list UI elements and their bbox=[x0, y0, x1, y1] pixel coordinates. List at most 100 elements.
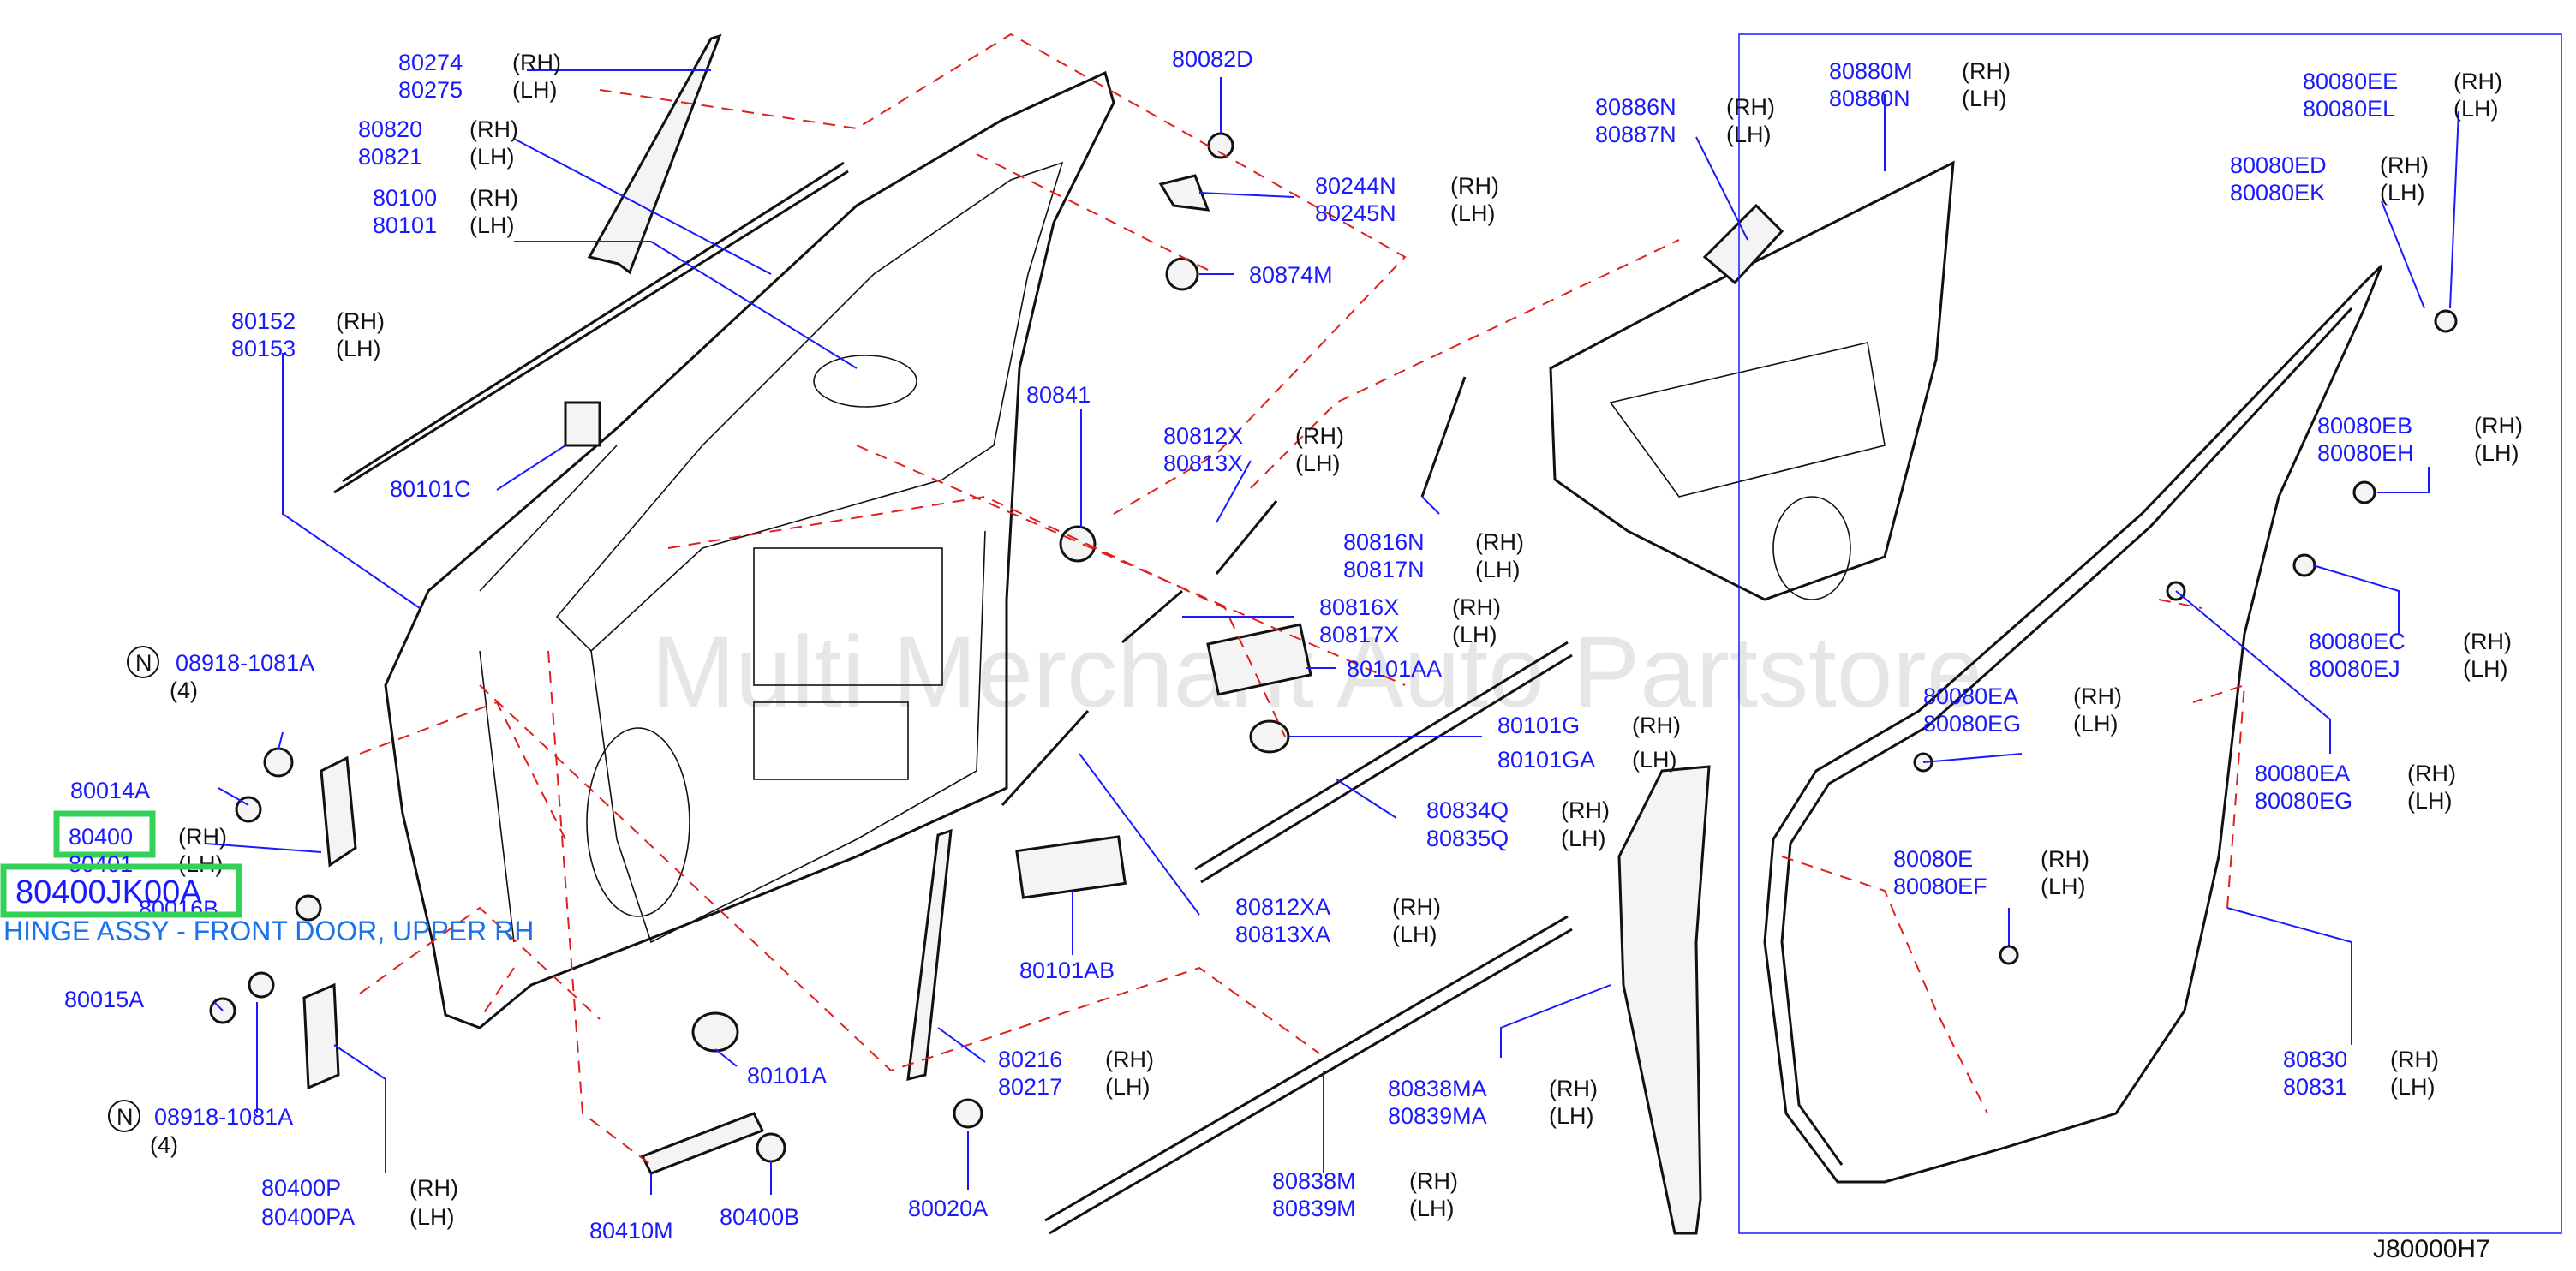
callout-c23-top-side: (RH) bbox=[1409, 1168, 1458, 1194]
callout-c38-top[interactable]: 80015A bbox=[64, 987, 144, 1012]
callout-c12-bottom[interactable]: 80817X bbox=[1319, 622, 1399, 647]
hinge-80400-box bbox=[53, 810, 156, 858]
highlight-part-number[interactable]: 80400JK00A bbox=[15, 874, 202, 910]
callout-c29-top[interactable]: 80080EB bbox=[2317, 413, 2412, 439]
callout-c16-bottom-side: (LH) bbox=[1392, 922, 1437, 947]
part-illustrations bbox=[209, 33, 2562, 1235]
callout-c3-top-side: (RH) bbox=[469, 185, 518, 211]
leader-lines bbox=[205, 69, 2459, 1195]
callout-c25-top[interactable]: 80886N bbox=[1595, 94, 1676, 120]
callout-c39-top-side: (RH) bbox=[409, 1175, 458, 1201]
callout-c18-bottom-side: (LH) bbox=[1105, 1074, 1151, 1100]
callout-c14-top-side: (RH) bbox=[1632, 713, 1681, 738]
nut-n1-part-number[interactable]: 08918-1081A bbox=[176, 650, 314, 676]
callout-c20-top[interactable]: 80020A bbox=[908, 1196, 988, 1221]
callout-c39-bottom[interactable]: 80400PA bbox=[261, 1204, 355, 1230]
callout-c7-top-side: (RH) bbox=[1450, 173, 1499, 199]
callout-c30-bottom[interactable]: 80080EJ bbox=[2309, 656, 2400, 682]
callout-c4-bottom-side: (LH) bbox=[336, 336, 381, 361]
callout-c14-bottom[interactable]: 80101GA bbox=[1497, 747, 1595, 773]
callout-c31-bottom[interactable]: 80080EG bbox=[2255, 788, 2352, 814]
callout-c2-top[interactable]: 80820 bbox=[358, 116, 422, 142]
clip-82d-part bbox=[1207, 132, 1234, 159]
sash-trim-part bbox=[587, 33, 722, 275]
callout-c11-top[interactable]: 80816N bbox=[1343, 529, 1425, 555]
callout-c31-top[interactable]: 80080EA bbox=[2255, 761, 2350, 786]
callout-c5-top[interactable]: 80101C bbox=[390, 476, 471, 502]
callout-c35-top[interactable]: 80014A bbox=[70, 778, 150, 803]
callout-c1-bottom[interactable]: 80275 bbox=[398, 77, 463, 103]
callout-c34-bottom[interactable]: 80831 bbox=[2283, 1074, 2347, 1100]
callout-c10-bottom[interactable]: 80813X bbox=[1163, 451, 1243, 476]
callout-c32-bottom[interactable]: 80080EG bbox=[1923, 711, 2021, 737]
callout-c34-top[interactable]: 80830 bbox=[2283, 1047, 2347, 1072]
weatherstrip-boundary bbox=[1738, 33, 2562, 1234]
callout-c30-top[interactable]: 80080EC bbox=[2309, 629, 2406, 654]
callout-c36-top[interactable]: 80400 bbox=[69, 824, 133, 850]
callout-c11-bottom[interactable]: 80817N bbox=[1343, 557, 1425, 582]
callout-c7-bottom[interactable]: 80245N bbox=[1315, 200, 1396, 226]
nut-n2-badge-circle bbox=[108, 1100, 140, 1132]
callout-c28-bottom[interactable]: 80080EK bbox=[2230, 180, 2325, 206]
nut-n1-badge: N bbox=[135, 650, 152, 676]
callout-c18-bottom[interactable]: 80217 bbox=[998, 1074, 1062, 1100]
callout-c16-bottom[interactable]: 80813XA bbox=[1235, 922, 1330, 947]
pad-101aa-part bbox=[1206, 623, 1312, 696]
assembly-lines bbox=[359, 33, 2246, 1166]
callout-c2-top-side: (RH) bbox=[469, 116, 518, 142]
callout-c33-top[interactable]: 80080E bbox=[1893, 846, 1973, 872]
callout-c14-top[interactable]: 80101G bbox=[1497, 713, 1580, 738]
callout-c3-bottom[interactable]: 80101 bbox=[373, 212, 437, 238]
callout-c33-bottom[interactable]: 80080EF bbox=[1893, 874, 1987, 899]
callout-c13-top[interactable]: 80101AA bbox=[1347, 656, 1442, 682]
callout-c2-bottom-side: (LH) bbox=[469, 144, 515, 170]
callout-c2-bottom[interactable]: 80821 bbox=[358, 144, 422, 170]
callout-c27-bottom[interactable]: 80080EL bbox=[2303, 96, 2395, 122]
callout-c28-top-side: (RH) bbox=[2380, 152, 2429, 178]
callout-c1-top[interactable]: 80274 bbox=[398, 50, 463, 75]
callout-c3-top[interactable]: 80100 bbox=[373, 185, 437, 211]
callout-c10-bottom-side: (LH) bbox=[1295, 451, 1341, 476]
callout-c4-top[interactable]: 80152 bbox=[231, 308, 296, 334]
callout-c15-bottom[interactable]: 80835Q bbox=[1426, 826, 1509, 851]
callout-c28-top[interactable]: 80080ED bbox=[2230, 152, 2327, 178]
callout-c34-bottom-side: (LH) bbox=[2390, 1074, 2436, 1100]
callout-c26-bottom[interactable]: 80880N bbox=[1829, 86, 1910, 111]
callout-c22-top[interactable]: 80400B bbox=[720, 1204, 799, 1230]
callout-c4-bottom[interactable]: 80153 bbox=[231, 336, 296, 361]
callout-labels: 80274 (RH) 80275 (LH) 80820 (RH) 80821 (… bbox=[0, 46, 2523, 1263]
callout-c18-top[interactable]: 80216 bbox=[998, 1047, 1062, 1072]
callout-c25-bottom-side: (LH) bbox=[1726, 122, 1772, 147]
callout-c39-top[interactable]: 80400P bbox=[261, 1175, 341, 1201]
callout-c16-top-side: (RH) bbox=[1392, 894, 1441, 920]
callout-c31-top-side: (RH) bbox=[2407, 761, 2456, 786]
callout-c26-top[interactable]: 80880M bbox=[1829, 58, 1913, 84]
nut-n2-part-number[interactable]: 08918-1081A bbox=[154, 1104, 293, 1130]
callout-c29-bottom-side: (LH) bbox=[2474, 440, 2519, 466]
callout-c23-bottom[interactable]: 80839M bbox=[1272, 1196, 1356, 1221]
callout-c7-top[interactable]: 80244N bbox=[1315, 173, 1396, 199]
callout-c27-top-side: (RH) bbox=[2453, 69, 2502, 94]
callout-c17-top[interactable]: 80101AB bbox=[1019, 958, 1115, 983]
callout-c23-top[interactable]: 80838M bbox=[1272, 1168, 1356, 1194]
callout-c7-bottom-side: (LH) bbox=[1450, 200, 1496, 226]
callout-c12-top[interactable]: 80816X bbox=[1319, 594, 1399, 620]
highlight-part-description: HINGE ASSY - FRONT DOOR, UPPER RH bbox=[3, 916, 534, 946]
callout-c16-top[interactable]: 80812XA bbox=[1235, 894, 1330, 920]
callout-c29-bottom[interactable]: 80080EH bbox=[2317, 440, 2414, 466]
callout-c27-top[interactable]: 80080EE bbox=[2303, 69, 2398, 94]
callout-c9-top[interactable]: 80841 bbox=[1026, 382, 1091, 408]
callout-c34-top-side: (RH) bbox=[2390, 1047, 2439, 1072]
callout-c8-top[interactable]: 80874M bbox=[1249, 262, 1333, 288]
callout-c21-top[interactable]: 80410M bbox=[589, 1218, 673, 1244]
callout-c24-top[interactable]: 80838MA bbox=[1388, 1076, 1487, 1101]
callout-c15-top[interactable]: 80834Q bbox=[1426, 797, 1509, 823]
callout-c25-bottom[interactable]: 80887N bbox=[1595, 122, 1676, 147]
callout-c19-top[interactable]: 80101A bbox=[747, 1063, 827, 1089]
callout-c24-bottom[interactable]: 80839MA bbox=[1388, 1103, 1487, 1129]
callout-c6-top[interactable]: 80082D bbox=[1172, 46, 1253, 72]
lower-hinge-part bbox=[302, 982, 340, 1090]
callout-c10-top[interactable]: 80812X bbox=[1163, 423, 1243, 449]
callout-c32-top[interactable]: 80080EA bbox=[1923, 683, 2018, 709]
callout-c27-bottom-side: (LH) bbox=[2453, 96, 2499, 122]
